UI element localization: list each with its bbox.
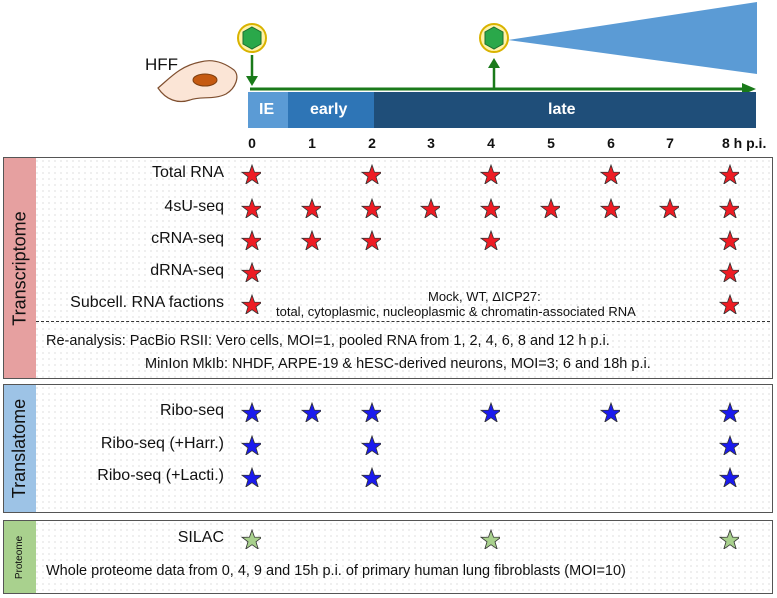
reanalysis-line-2: MinIon MkIb: NHDF, ARPE-19 & hESC-derive… <box>145 356 651 372</box>
phase-label-ie: IE <box>259 101 275 118</box>
reanalysis-divider <box>36 321 770 322</box>
cell-label: HFF <box>145 55 179 74</box>
transcriptome-section-label: Transcriptome <box>4 158 36 378</box>
time-tick-2: 2 <box>368 135 376 151</box>
time-tick-8: 8 h p.i. <box>722 135 767 151</box>
time-tick-0: 0 <box>248 135 256 151</box>
row-label-drna-seq: dRNA-seq <box>150 262 224 279</box>
phase-bar-ie <box>248 92 288 128</box>
virus-icon-1 <box>237 23 267 53</box>
row-label-total-rna: Total RNA <box>151 164 224 181</box>
reanalysis-line-1: Re-analysis: PacBio RSII: Vero cells, MO… <box>46 333 610 349</box>
row-label-ribo-seq: Ribo-seq <box>159 402 224 419</box>
timeline-graphic <box>157 2 757 128</box>
time-tick-1: 1 <box>308 135 316 151</box>
translatome-section-label: Translatome <box>4 385 36 512</box>
time-tick-3: 3 <box>427 135 435 151</box>
time-tick-6: 6 <box>607 135 615 151</box>
row-label-4su-seq: 4sU-seq <box>164 198 224 215</box>
row-label-crna-seq: cRNA-seq <box>151 230 224 247</box>
phase-label-late: late <box>548 101 576 118</box>
proteome-section-label: Proteome <box>4 521 36 593</box>
row-label-subcell-rna: Subcell. RNA factions <box>70 294 224 311</box>
time-tick-5: 5 <box>547 135 555 151</box>
proteome-note: Whole proteome data from 0, 4, 9 and 15h… <box>46 563 626 579</box>
subcell-note-1: Mock, WT, ΔICP27: <box>428 289 541 304</box>
subcell-note-2: total, cytoplasmic, nucleoplasmic & chro… <box>276 304 636 319</box>
transcriptome-panel <box>3 157 773 379</box>
translatome-panel <box>3 384 773 513</box>
proteome-panel <box>3 520 773 594</box>
time-tick-7: 7 <box>666 135 674 151</box>
row-label-ribo-seq-lacti: Ribo-seq (+Lacti.) <box>97 467 224 484</box>
phase-label-early: early <box>310 101 348 118</box>
row-label-ribo-seq-harr: Ribo-seq (+Harr.) <box>100 435 224 452</box>
row-label-silac: SILAC <box>177 529 224 546</box>
phase-bar-early <box>288 92 374 128</box>
cell-icon <box>157 60 238 103</box>
time-tick-4: 4 <box>487 135 495 151</box>
late-expression-wedge <box>508 2 757 74</box>
phase-bar-late <box>374 92 756 128</box>
virus-icon-2 <box>479 23 509 53</box>
